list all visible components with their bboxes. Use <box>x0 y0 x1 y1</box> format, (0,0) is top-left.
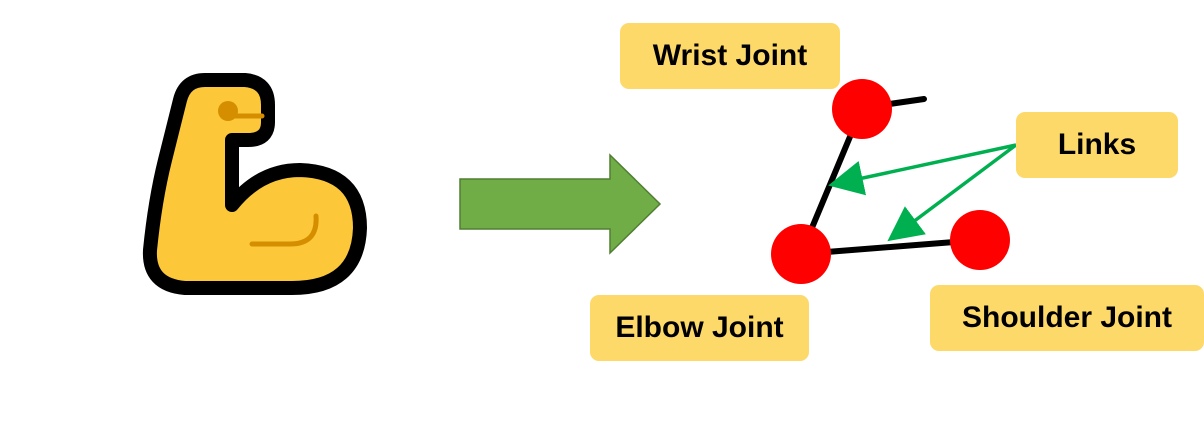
links-label: Links <box>1016 112 1178 178</box>
wrist-joint-label: Wrist Joint <box>620 23 840 89</box>
elbow-joint <box>771 224 831 284</box>
shoulder-joint-label: Shoulder Joint <box>930 285 1204 351</box>
flexed-biceps-icon <box>142 73 367 295</box>
right-arrow-icon <box>459 153 662 255</box>
shoulder-joint <box>950 210 1010 270</box>
wrist-joint <box>832 79 892 139</box>
elbow-joint-label: Elbow Joint <box>590 295 809 361</box>
muscle-bicep-curve <box>249 213 319 247</box>
links-pointer-arrow-upper-arm <box>887 143 1018 242</box>
links-pointer-arrow-forearm <box>828 143 1017 196</box>
